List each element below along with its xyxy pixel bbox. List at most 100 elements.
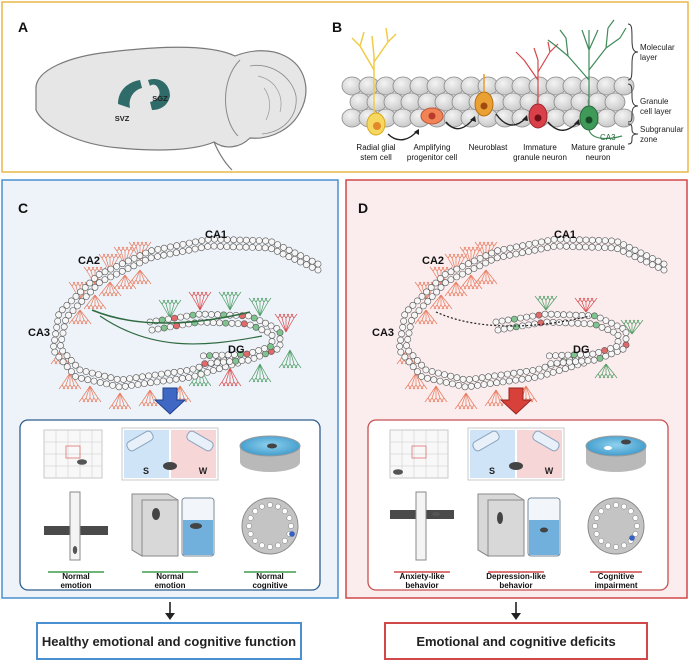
pyramidal-cell [427,284,435,291]
pyramidal-cell [229,243,237,251]
pyramidal-cell [256,317,264,324]
pyramidal-cell [147,379,155,387]
pyramidal-cell [595,243,602,251]
pyramidal-cell [555,367,563,374]
dendrite [259,363,268,383]
dendrite [602,364,610,379]
pyramidal-cell [88,369,96,377]
pyramidal-cell [216,242,224,250]
pyramidal-cell [441,279,449,287]
pyramidal-cell [500,245,508,253]
pyramidal-cell [497,371,505,379]
pyramidal-cell [550,235,558,243]
pyramidal-cell [614,331,622,339]
maze-hole [634,523,640,529]
pyramidal-cell [405,358,413,366]
caption-c-1b: emotion [60,581,91,590]
dendrite [226,368,234,387]
pyramidal-cell [55,353,63,361]
pyramidal-cell [138,373,146,381]
pyramidal-cell [207,311,215,318]
pyramidal-cell [598,323,606,331]
pyramidal-cell [613,343,620,350]
pyramidal-cell [591,312,598,320]
pyramidal-cell [413,356,421,364]
maze-hole [598,537,605,544]
pyramidal-cell [544,237,552,244]
dendrite [229,291,242,311]
pyramidal-cell [58,335,66,343]
pyramidal-cell [204,235,212,243]
pyramidal-cell [492,318,500,326]
pyramidal-cell [529,312,537,320]
pyramidal-cell [136,252,144,260]
pyramidal-cell [121,382,129,390]
down-arrow-icon [499,387,533,415]
dendrite [424,385,437,403]
pyramidal-cell [234,320,242,327]
caption-d-2a: Depression-like [486,572,546,581]
pyramidal-cell [124,265,132,272]
pyramidal-cell [584,357,592,364]
pyramidal-cell [512,250,520,258]
pyramidal-cell [132,374,140,382]
pyramidal-cell [249,348,257,356]
pyramidal-cell [419,302,427,310]
pyramidal-cell [504,316,512,324]
pyramidal-cell [195,310,203,318]
pyramidal-cell [166,243,174,251]
maze-hole [281,508,288,515]
dendrite [79,309,92,325]
pyramidal-cell [620,241,627,248]
pyramidal-cell [107,265,115,273]
pyramidal-cell [262,237,269,245]
pyramidal-cell [523,313,530,321]
pyramidal-cell [72,373,79,380]
ca3-label-d: CA3 [372,327,394,339]
maze-hole [632,515,639,521]
pyramidal-cell [464,260,472,268]
pyramidal-cell [433,288,440,296]
dendrite [218,291,231,311]
pyramidal-cell [157,370,165,378]
pyramidal-cell [547,310,555,318]
pyramidal-cell [541,363,549,371]
dendrite [82,385,91,403]
pyramidal-cell [96,379,104,386]
pyramidal-cell [595,348,603,356]
pyramidal-cell [404,335,412,343]
pyramidal-cell [595,236,603,244]
dendrite [109,281,122,297]
sucrose-preference-icon [121,427,219,481]
pyramidal-cell [232,357,240,365]
pyramidal-cell [432,279,440,287]
pyramidal-cell [441,371,448,378]
dendrite [229,291,238,311]
pyramidal-cell [252,323,260,331]
pyramidal-cell [413,297,421,305]
pyramidal-cell [409,352,417,360]
pyramidal-cell [63,352,71,360]
pyramidal-cell [77,288,84,296]
tail-suspension-icon [477,493,525,557]
pyramidal-cell [261,244,269,252]
pyramidal-cell [243,350,251,358]
pyramidal-cell [210,242,218,250]
dendrite [415,372,424,390]
pyramidal-cell [166,376,174,384]
pyramidal-cell [622,329,630,336]
pyramidal-cell [531,239,539,247]
down-arrow-icon [511,602,521,620]
pyramidal-cell [222,319,230,327]
pyramidal-cell [242,236,250,244]
pyramidal-cell [631,246,639,254]
dendrite [94,294,103,310]
brain-icon [35,46,307,171]
pyramidal-cell [212,351,220,359]
open-field-icon [43,429,103,479]
pyramidal-cell [140,380,148,387]
pyramidal-cell [228,319,236,327]
layer-subgranular-2: zone [640,135,658,144]
dendrite [166,299,174,318]
dendrite [574,297,587,313]
